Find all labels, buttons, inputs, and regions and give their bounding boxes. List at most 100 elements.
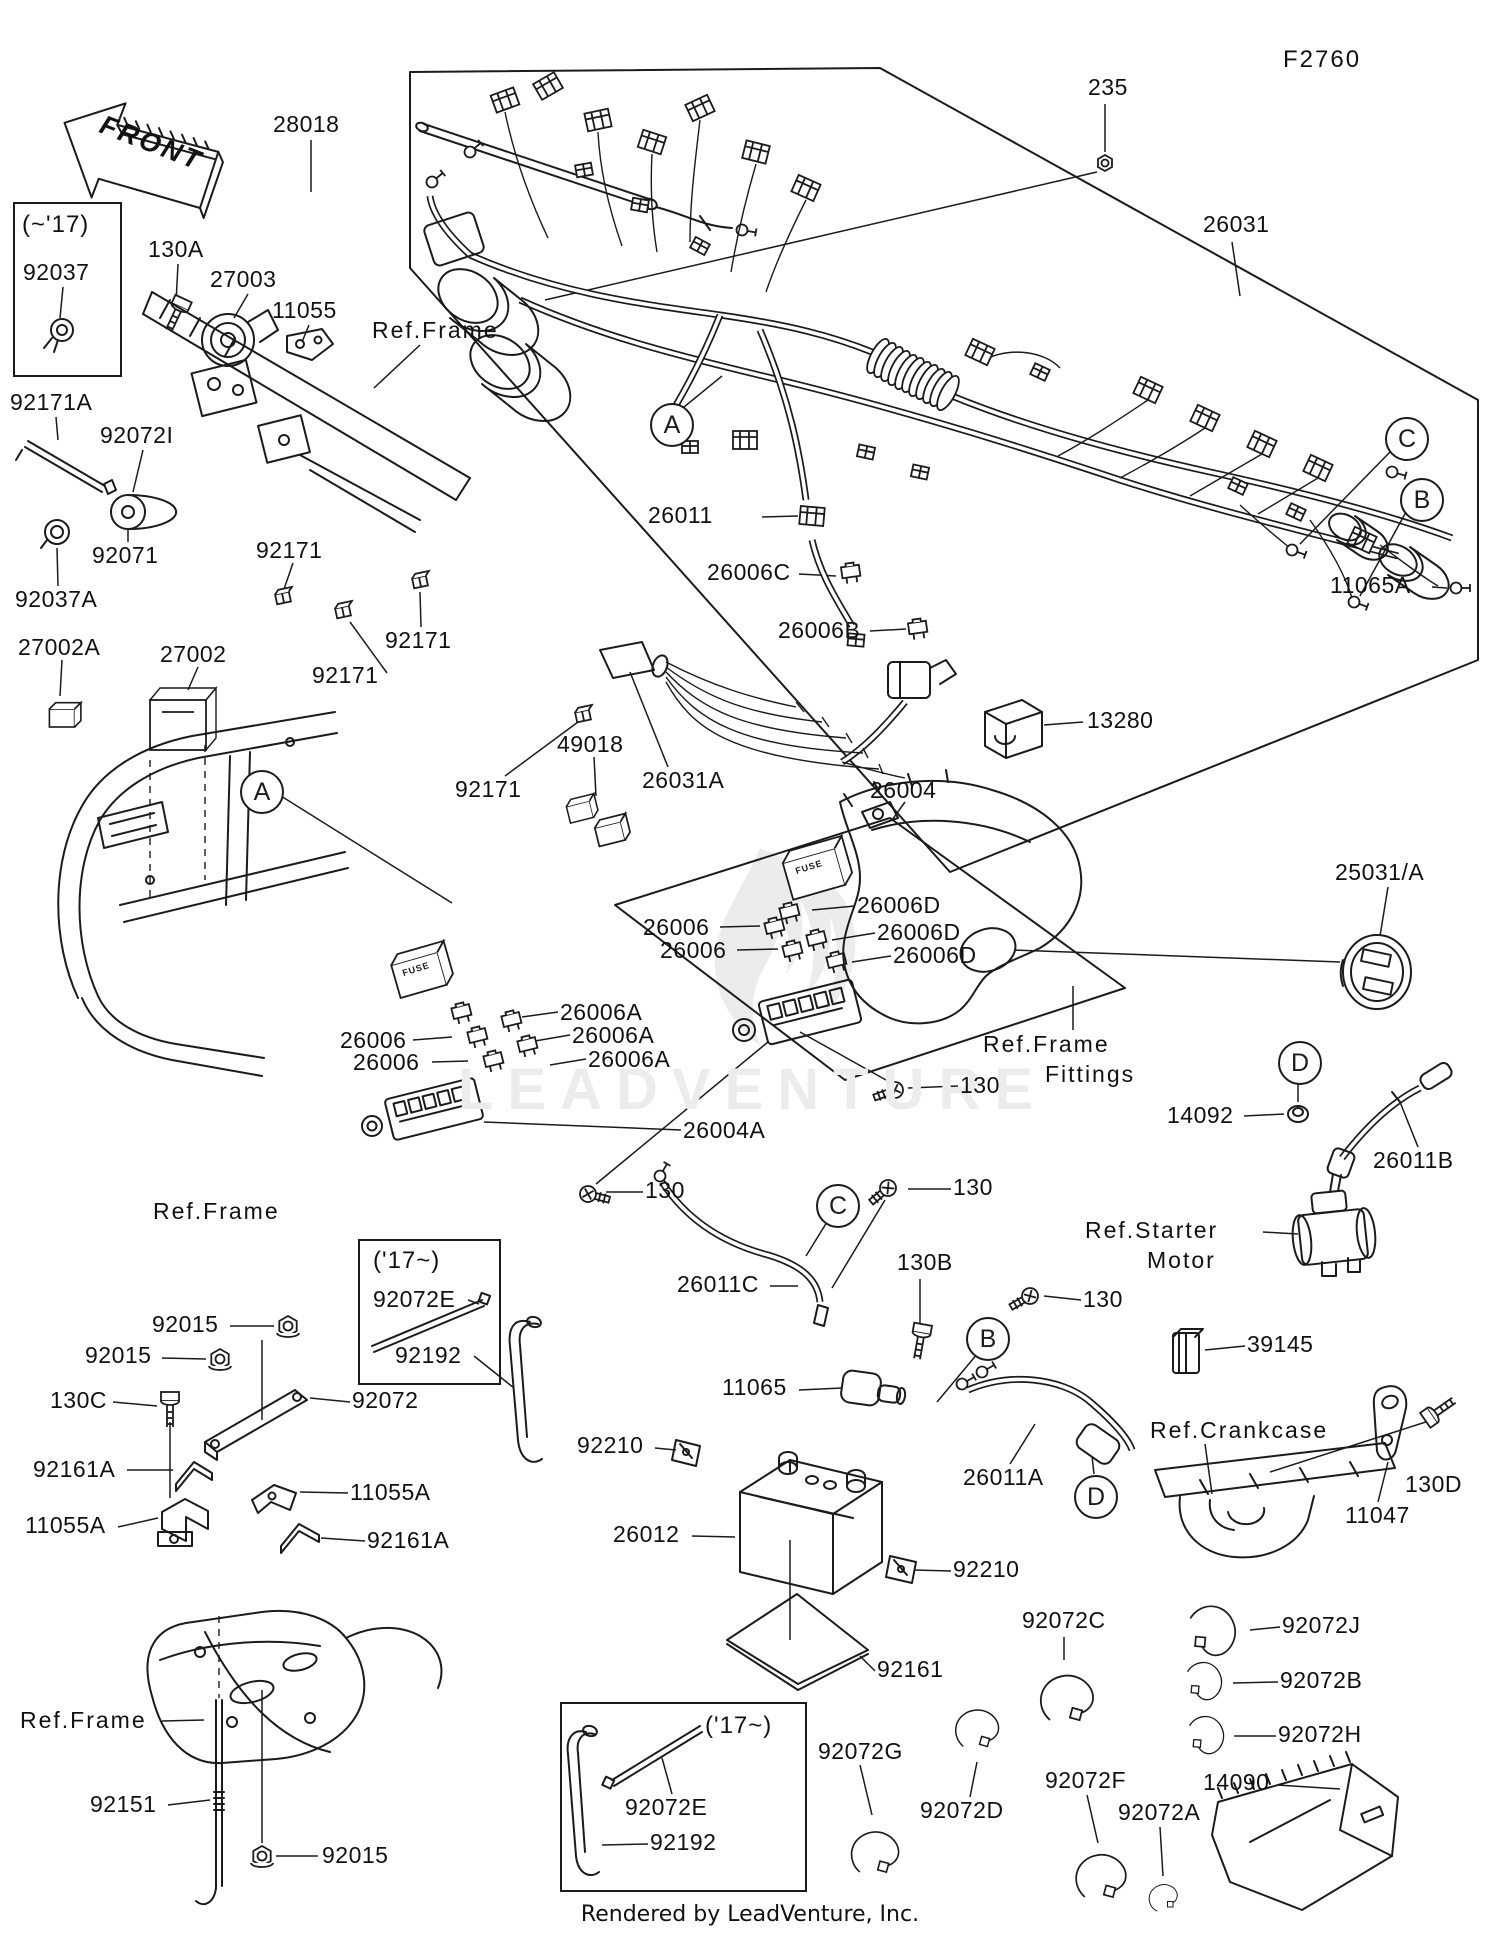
- part-label-92072j[interactable]: 92072J: [1282, 1612, 1361, 1638]
- part-label-26006d[interactable]: 26006D: [857, 892, 941, 918]
- part-label-92072d[interactable]: 92072D: [920, 1797, 1004, 1823]
- label-17: ('17~): [705, 1712, 773, 1739]
- part-label-26006d[interactable]: 26006D: [893, 942, 977, 968]
- part-label-92072g[interactable]: 92072G: [818, 1738, 903, 1764]
- part-label-11065[interactable]: 11065: [722, 1374, 787, 1400]
- part-label-92161[interactable]: 92161: [877, 1656, 944, 1682]
- part-label-27002a[interactable]: 27002A: [18, 634, 101, 660]
- part-label-92072c[interactable]: 92072C: [1022, 1607, 1106, 1633]
- part-label-27003[interactable]: 27003: [210, 266, 277, 292]
- part-label-92015[interactable]: 92015: [152, 1311, 219, 1337]
- part-label-92015[interactable]: 92015: [322, 1842, 389, 1868]
- figure-code: F2760: [1283, 46, 1362, 73]
- part-label-92071[interactable]: 92071: [92, 542, 159, 568]
- part-label-25031a[interactable]: 25031/A: [1335, 859, 1425, 885]
- part-label-26012[interactable]: 26012: [613, 1521, 680, 1547]
- part-label-92037a[interactable]: 92037A: [15, 586, 98, 612]
- view-marker-b: B: [1400, 478, 1444, 522]
- part-label-92192[interactable]: 92192: [650, 1829, 717, 1855]
- part-label-26031[interactable]: 26031: [1203, 211, 1270, 237]
- part-label-26006c[interactable]: 26006C: [707, 559, 791, 585]
- part-label-26006d[interactable]: 26006D: [877, 919, 961, 945]
- part-label-92072i[interactable]: 92072I: [100, 422, 174, 448]
- 2017-box-bottom: [560, 1702, 807, 1892]
- part-label-92072b[interactable]: 92072B: [1280, 1667, 1363, 1693]
- part-label-26011b[interactable]: 26011B: [1373, 1147, 1454, 1173]
- part-label-26004[interactable]: 26004: [870, 777, 937, 803]
- part-label-14092[interactable]: 14092: [1167, 1102, 1234, 1128]
- render-credit: Rendered by LeadVenture, Inc.: [580, 1902, 920, 1927]
- part-label-49018[interactable]: 49018: [557, 731, 624, 757]
- part-label-26006a[interactable]: 26006A: [572, 1022, 655, 1048]
- part-label-11055a[interactable]: 11055A: [350, 1479, 431, 1505]
- view-marker-c: C: [816, 1184, 860, 1228]
- part-label-130[interactable]: 130: [645, 1177, 685, 1203]
- view-marker-a: A: [240, 770, 284, 814]
- label-refframe: Ref.Frame: [153, 1198, 280, 1224]
- part-label-92072f[interactable]: 92072F: [1045, 1767, 1127, 1793]
- part-label-28018[interactable]: 28018: [273, 111, 340, 137]
- part-label-26011c[interactable]: 26011C: [677, 1271, 759, 1297]
- label-refframe: Ref.Frame: [372, 317, 499, 343]
- part-label-26031a[interactable]: 26031A: [642, 767, 725, 793]
- part-label-26006[interactable]: 26006: [660, 937, 727, 963]
- view-marker-c: C: [1385, 417, 1429, 461]
- part-label-92171[interactable]: 92171: [455, 776, 522, 802]
- part-label-26006[interactable]: 26006: [643, 914, 710, 940]
- part-label-13280[interactable]: 13280: [1087, 707, 1154, 733]
- part-label-27002[interactable]: 27002: [160, 641, 227, 667]
- part-label-92171[interactable]: 92171: [385, 627, 452, 653]
- pre-2017-box: [13, 202, 122, 377]
- part-label-130[interactable]: 130: [960, 1072, 1000, 1098]
- view-marker-b: B: [966, 1317, 1010, 1361]
- label-17: (~'17): [22, 211, 90, 238]
- part-label-26006b[interactable]: 26006B: [778, 617, 861, 643]
- part-label-130[interactable]: 130: [1083, 1286, 1123, 1312]
- part-label-92151[interactable]: 92151: [90, 1791, 157, 1817]
- part-label-92072[interactable]: 92072: [352, 1387, 419, 1413]
- part-label-26006a[interactable]: 26006A: [560, 999, 643, 1025]
- part-label-92171a[interactable]: 92171A: [10, 389, 93, 415]
- part-label-92072h[interactable]: 92072H: [1278, 1721, 1362, 1747]
- label-fittings: Fittings: [1045, 1061, 1136, 1087]
- part-label-92161a[interactable]: 92161A: [33, 1456, 116, 1482]
- view-marker-d: D: [1074, 1475, 1118, 1519]
- part-label-92161a[interactable]: 92161A: [367, 1527, 450, 1553]
- part-label-26006a[interactable]: 26006A: [588, 1046, 671, 1072]
- label-17: ('17~): [373, 1247, 441, 1274]
- part-label-14090[interactable]: 14090: [1203, 1769, 1270, 1795]
- part-label-130b[interactable]: 130B: [897, 1249, 953, 1275]
- part-label-235[interactable]: 235: [1088, 74, 1128, 100]
- part-label-130[interactable]: 130: [953, 1174, 993, 1200]
- part-label-130a[interactable]: 130A: [148, 236, 204, 262]
- part-label-92015[interactable]: 92015: [85, 1342, 152, 1368]
- part-label-26006[interactable]: 26006: [353, 1049, 420, 1075]
- part-label-92192[interactable]: 92192: [395, 1342, 462, 1368]
- part-label-11055[interactable]: 11055: [272, 297, 337, 323]
- part-label-92171[interactable]: 92171: [312, 662, 379, 688]
- part-label-130d[interactable]: 130D: [1405, 1471, 1462, 1497]
- part-label-92037[interactable]: 92037: [23, 259, 90, 285]
- part-label-26004a[interactable]: 26004A: [683, 1117, 766, 1143]
- label-refstarter: Ref.Starter: [1085, 1217, 1219, 1243]
- part-label-26006[interactable]: 26006: [340, 1027, 407, 1053]
- part-label-92072a[interactable]: 92072A: [1118, 1799, 1201, 1825]
- part-label-11055a[interactable]: 11055A: [25, 1512, 106, 1538]
- part-label-92210[interactable]: 92210: [953, 1556, 1020, 1582]
- part-label-130c[interactable]: 130C: [50, 1387, 107, 1413]
- part-label-11047[interactable]: 11047: [1345, 1502, 1410, 1528]
- part-label-92072e[interactable]: 92072E: [373, 1286, 456, 1312]
- part-label-92171[interactable]: 92171: [256, 537, 323, 563]
- part-label-11065a[interactable]: 11065A: [1330, 572, 1411, 598]
- view-marker-a: A: [650, 403, 694, 447]
- label-refframe: Ref.Frame: [20, 1707, 147, 1733]
- part-label-92072e[interactable]: 92072E: [625, 1794, 708, 1820]
- part-label-26011[interactable]: 26011: [648, 502, 713, 528]
- part-label-26011a[interactable]: 26011A: [963, 1464, 1044, 1490]
- label-refcrankcase: Ref.Crankcase: [1150, 1417, 1329, 1443]
- part-label-39145[interactable]: 39145: [1247, 1331, 1314, 1357]
- part-label-92210[interactable]: 92210: [577, 1432, 644, 1458]
- watermark: LEADVENTURE: [457, 1057, 1048, 1122]
